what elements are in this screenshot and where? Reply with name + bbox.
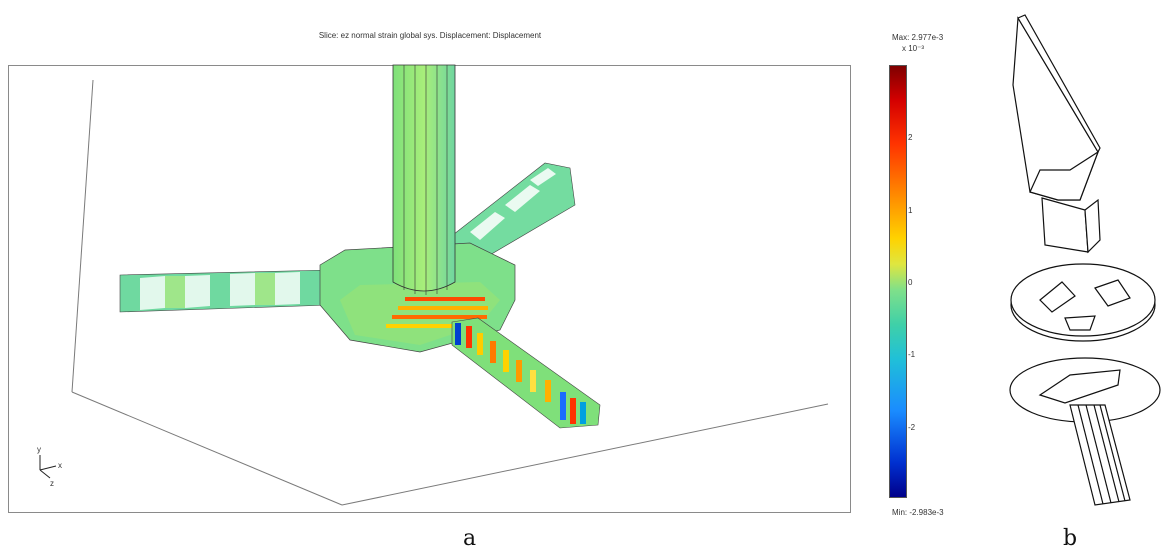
axis-y-label: y — [37, 445, 41, 454]
exploded-parts — [1009, 14, 1161, 506]
caption-a: a — [463, 526, 477, 551]
axis-z-label: z — [50, 479, 54, 488]
colorbar-tick: 1 — [908, 206, 913, 215]
axes-triad — [39, 455, 57, 479]
base-part — [1009, 357, 1161, 506]
perspective-box — [71, 79, 829, 506]
upper-right-arm — [439, 162, 576, 263]
colorbar-tick: 0 — [908, 278, 913, 287]
vertical-column — [392, 64, 456, 295]
lower-right-arm — [451, 317, 601, 429]
left-arm — [119, 269, 331, 313]
ring-part — [1010, 263, 1156, 342]
caption-b: b — [1063, 526, 1078, 551]
colorbar-min-label: Min: -2.983e-3 — [892, 508, 944, 517]
colorbar-tick: -2 — [908, 423, 916, 432]
axis-x-label: x — [58, 461, 62, 470]
plot-title: Slice: ez normal strain global sys. Disp… — [318, 31, 542, 40]
colorbar — [889, 65, 907, 498]
colorbar-exponent-label: x 10⁻³ — [902, 44, 925, 53]
colorbar-tick: -1 — [908, 350, 916, 359]
colorbar-tick: 2 — [908, 133, 913, 142]
wedge-part — [1012, 14, 1101, 254]
colorbar-max-label: Max: 2.977e-3 — [892, 33, 944, 42]
